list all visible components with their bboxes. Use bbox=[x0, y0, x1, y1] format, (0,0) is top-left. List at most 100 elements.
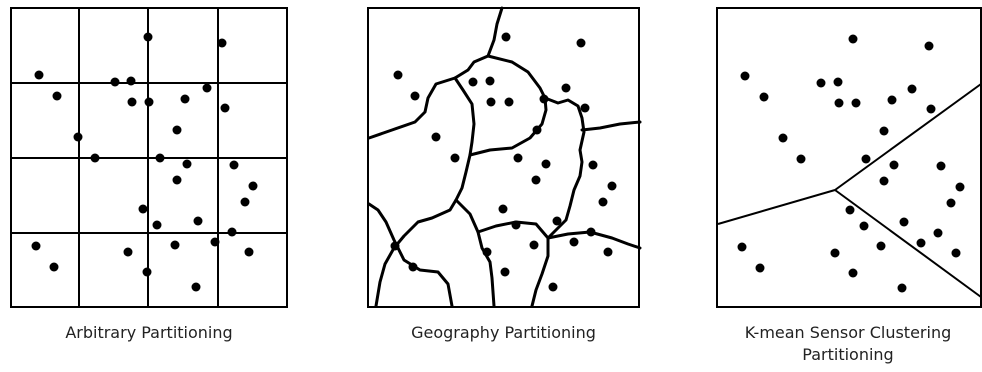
sensor-dot bbox=[142, 267, 152, 277]
sensor-dot bbox=[90, 153, 100, 163]
sensor-dot bbox=[193, 216, 203, 226]
sensor-dot bbox=[861, 154, 871, 164]
sensor-dot bbox=[511, 220, 521, 230]
sensor-dot bbox=[110, 77, 120, 87]
sensor-dot bbox=[933, 228, 943, 238]
sensor-dot bbox=[513, 153, 523, 163]
sensor-dot bbox=[834, 98, 844, 108]
sensor-dot bbox=[588, 160, 598, 170]
sensor-dot bbox=[552, 216, 562, 226]
sensor-dot bbox=[390, 241, 400, 251]
sensor-dot bbox=[155, 153, 165, 163]
sensor-dot bbox=[191, 282, 201, 292]
sensor-dot bbox=[737, 242, 747, 252]
sensor-dot bbox=[144, 97, 154, 107]
sensor-dot bbox=[598, 197, 608, 207]
sensor-dot bbox=[240, 197, 250, 207]
sensor-dot bbox=[607, 181, 617, 191]
sensor-dot bbox=[539, 94, 549, 104]
sensor-dot bbox=[123, 247, 133, 257]
sensor-dot bbox=[532, 125, 542, 135]
caption-geography: Geography Partitioning bbox=[411, 323, 596, 342]
sensor-dot bbox=[450, 153, 460, 163]
sensor-dot bbox=[531, 175, 541, 185]
sensor-dot bbox=[778, 133, 788, 143]
sensor-dot bbox=[408, 262, 418, 272]
sensor-dot bbox=[138, 204, 148, 214]
sensor-dot bbox=[202, 83, 212, 93]
sensor-dot bbox=[49, 262, 59, 272]
sensor-dot bbox=[851, 98, 861, 108]
sensor-dot bbox=[227, 227, 237, 237]
sensor-dot bbox=[486, 97, 496, 107]
caption-arbitrary: Arbitrary Partitioning bbox=[65, 323, 233, 342]
sensor-dot bbox=[755, 263, 765, 273]
sensor-dot bbox=[916, 238, 926, 248]
sensor-dot bbox=[529, 240, 539, 250]
sensor-dot bbox=[586, 227, 596, 237]
sensor-dot bbox=[220, 103, 230, 113]
sensor-dot bbox=[889, 160, 899, 170]
sensor-dot bbox=[796, 154, 806, 164]
sensor-dot bbox=[845, 205, 855, 215]
sensor-dot bbox=[180, 94, 190, 104]
sensor-dot bbox=[848, 34, 858, 44]
sensor-dot bbox=[541, 159, 551, 169]
panel-arbitrary bbox=[10, 7, 288, 308]
sensor-dots bbox=[737, 34, 965, 293]
sensor-dot bbox=[926, 104, 936, 114]
sensor-dot bbox=[393, 70, 403, 80]
sensor-dot bbox=[500, 267, 510, 277]
panel-kmean bbox=[716, 7, 982, 308]
sensor-dots bbox=[390, 32, 617, 292]
sensor-dot bbox=[833, 77, 843, 87]
sensor-dot bbox=[482, 247, 492, 257]
sensor-dot bbox=[244, 247, 254, 257]
panel-kmean-frame bbox=[716, 7, 982, 308]
sensor-dot bbox=[946, 198, 956, 208]
panel-geography bbox=[367, 6, 642, 308]
sensor-dot bbox=[52, 91, 62, 101]
sensor-dot bbox=[603, 247, 613, 257]
sensor-dot bbox=[830, 248, 840, 258]
sensor-dot bbox=[501, 32, 511, 42]
sensor-dot bbox=[172, 175, 182, 185]
sensor-dot bbox=[740, 71, 750, 81]
sensor-dot bbox=[879, 176, 889, 186]
sensor-dot bbox=[955, 182, 965, 192]
sensor-dot bbox=[876, 241, 886, 251]
caption-kmean: K-mean Sensor Clustering Partitioning bbox=[744, 323, 952, 364]
sensor-dot bbox=[897, 283, 907, 293]
sensor-dots bbox=[31, 32, 258, 292]
sensor-dot bbox=[548, 282, 558, 292]
sensor-dot bbox=[431, 132, 441, 142]
sensor-dot bbox=[504, 97, 514, 107]
sensor-dot bbox=[498, 204, 508, 214]
sensor-dot bbox=[899, 217, 909, 227]
sensor-dot bbox=[561, 83, 571, 93]
sensor-dot bbox=[859, 221, 869, 231]
sensor-dot bbox=[936, 161, 946, 171]
sensor-dot bbox=[182, 159, 192, 169]
sensor-dot bbox=[848, 268, 858, 278]
sensor-dot bbox=[759, 92, 769, 102]
sensor-dot bbox=[210, 237, 220, 247]
sensor-dot bbox=[172, 125, 182, 135]
sensor-dot bbox=[887, 95, 897, 105]
cluster-boundaries bbox=[717, 83, 982, 298]
sensor-dot bbox=[248, 181, 258, 191]
sensor-dot bbox=[485, 76, 495, 86]
sensor-dot bbox=[34, 70, 44, 80]
sensor-dot bbox=[907, 84, 917, 94]
sensor-dot bbox=[126, 76, 136, 86]
sensor-dot bbox=[816, 78, 826, 88]
sensor-dot bbox=[229, 160, 239, 170]
sensor-dot bbox=[217, 38, 227, 48]
sensor-dot bbox=[31, 241, 41, 251]
sensor-dot bbox=[143, 32, 153, 42]
sensor-dot bbox=[576, 38, 586, 48]
sensor-dot bbox=[170, 240, 180, 250]
sensor-dot bbox=[127, 97, 137, 107]
boundary-lines bbox=[367, 6, 642, 308]
